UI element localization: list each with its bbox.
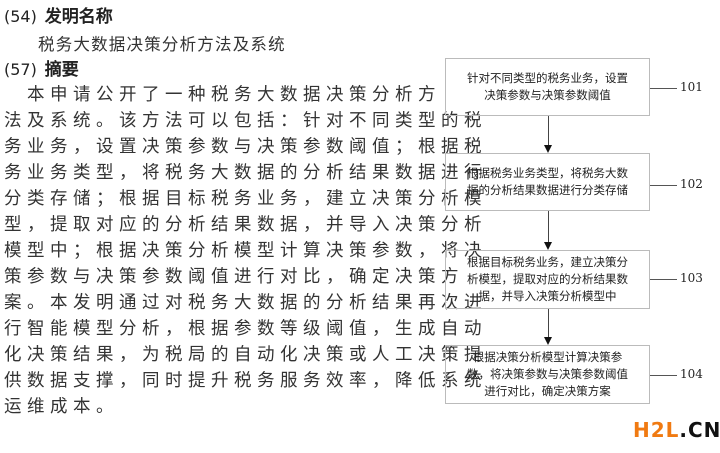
label-leader-line	[650, 375, 677, 376]
label-leader-line	[650, 88, 677, 89]
label-leader-line	[650, 185, 677, 186]
flow-step-101: 针对不同类型的税务业务，设置决策参数与决策参数阈值	[445, 58, 650, 116]
abstract-line: 模型中；根据决策分析模型计算决策参数，将决	[4, 241, 487, 261]
logo-part: H2L	[633, 418, 680, 442]
step-text: 据，并导入决策分析模型中	[478, 289, 617, 303]
section-54-heading: (54) 发明名称	[4, 2, 113, 27]
step-text: 析模型，提取对应的分析结果数	[467, 272, 628, 286]
flow-connector	[548, 211, 549, 243]
step-label: 102	[680, 177, 703, 191]
step-text: 数，将决策参数与决策参数阈值	[467, 367, 628, 381]
section-number: (54)	[4, 7, 37, 26]
label-leader-line	[650, 279, 677, 280]
section-title: 发明名称	[44, 7, 113, 27]
invention-title: 税务大数据决策分析方法及系统	[38, 35, 286, 54]
abstract-line: 型，提取对应的分析结果数据，并导入决策分析	[4, 215, 487, 235]
abstract-body: 本申请公开了一种税务大数据决策分析方 法及系统。该方法可以包括：针对不同类型的税…	[4, 82, 487, 420]
abstract-line: 本申请公开了一种税务大数据决策分析方	[4, 85, 441, 105]
abstract-line: 行智能模型分析，根据参数等级阈值，生成自动	[4, 319, 487, 339]
abstract-line: 策参数与决策参数阈值进行对比，确定决策方	[4, 267, 464, 287]
abstract-line: 务业务，设置决策参数与决策参数阈值；根据税	[4, 137, 487, 157]
section-title: 摘要	[44, 60, 79, 80]
step-label: 104	[680, 367, 703, 381]
arrow-down-icon	[544, 242, 552, 250]
step-text: 根据目标税务业务，建立决策分	[467, 255, 628, 269]
step-label: 103	[680, 271, 703, 285]
step-text: 根据税务业务类型，将税务大数	[467, 166, 628, 180]
arrow-down-icon	[544, 145, 552, 153]
arrow-down-icon	[544, 337, 552, 345]
abstract-line: 务业务类型，将税务大数据的分析结果数据进行	[4, 163, 487, 183]
step-text: 针对不同类型的税务业务，设置	[467, 71, 628, 85]
step-text: 根据决策分析模型计算决策参	[472, 350, 623, 364]
flow-step-104: 根据决策分析模型计算决策参数，将决策参数与决策参数阈值进行对比，确定决策方案	[445, 345, 650, 404]
logo-part: .CN	[679, 418, 720, 442]
step-text: 决策参数与决策参数阈值	[484, 88, 611, 102]
flow-step-103: 根据目标税务业务，建立决策分析模型，提取对应的分析结果数据，并导入决策分析模型中	[445, 250, 650, 309]
abstract-line: 运维成本。	[4, 397, 119, 417]
abstract-line: 法及系统。该方法可以包括：针对不同类型的税	[4, 111, 487, 131]
step-text: 进行对比，确定决策方案	[484, 384, 611, 398]
abstract-line: 分类存储；根据目标税务业务，建立决策分析模	[4, 189, 487, 209]
section-number: (57)	[4, 60, 37, 79]
watermark-logo: H2L.CN	[633, 418, 720, 442]
flow-connector	[548, 116, 549, 146]
flow-connector	[548, 309, 549, 338]
abstract-line: 供数据支撑，同时提升税务服务效率，降低系统	[4, 371, 487, 391]
section-57-heading: (57) 摘要	[4, 55, 79, 80]
step-text: 据的分析结果数据进行分类存储	[467, 183, 628, 197]
abstract-line: 案。本发明通过对税务大数据的分析结果再次进	[4, 293, 487, 313]
flow-step-102: 根据税务业务类型，将税务大数据的分析结果数据进行分类存储	[445, 153, 650, 211]
abstract-line: 化决策结果，为税局的自动化决策或人工决策提	[4, 345, 487, 365]
step-label: 101	[680, 80, 703, 94]
